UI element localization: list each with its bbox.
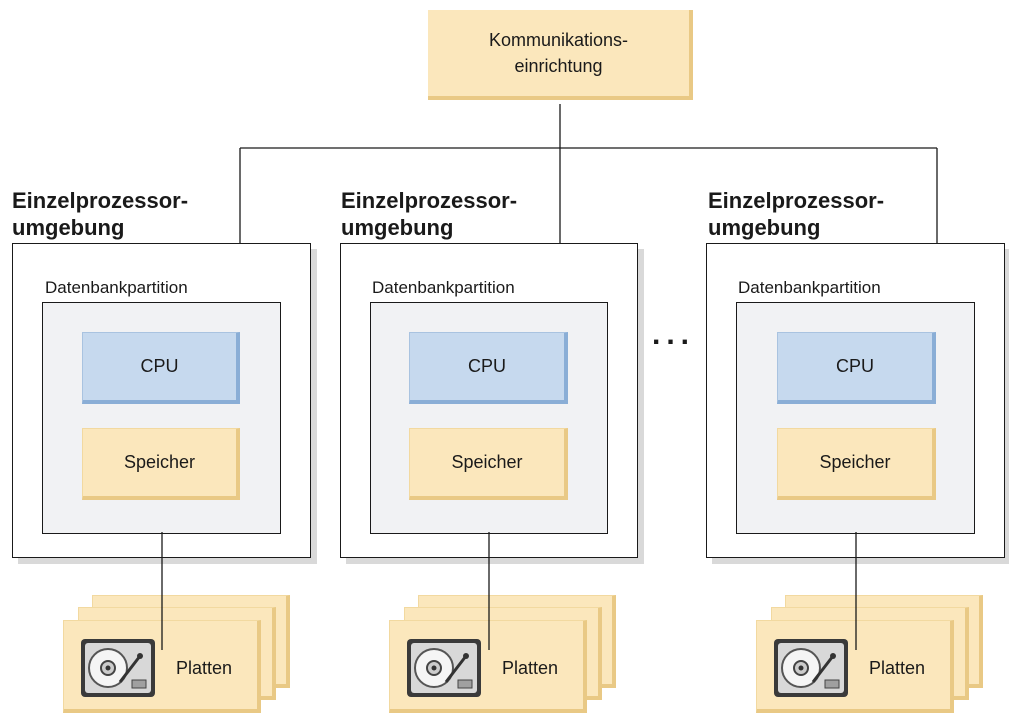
memory-box-2: Speicher bbox=[409, 428, 568, 500]
memory-label-2: Speicher bbox=[451, 452, 523, 472]
communication-label-line1: Kommunikations- bbox=[488, 30, 629, 50]
cpu-box-3: CPU bbox=[777, 332, 936, 404]
memory-box-1: Speicher bbox=[82, 428, 240, 500]
disk-label-3: Platten bbox=[869, 658, 926, 678]
partition-label-3: Datenbankpartition bbox=[738, 278, 881, 297]
partition-label-1: Datenbankpartition bbox=[45, 278, 188, 297]
cpu-box-2: CPU bbox=[409, 332, 568, 404]
environment-title-2: Einzelprozessor- umgebung bbox=[341, 188, 518, 240]
hard-disk-icon bbox=[406, 638, 482, 703]
cpu-label-1: CPU bbox=[140, 356, 179, 376]
memory-box-3: Speicher bbox=[777, 428, 936, 500]
environment-title-3: Einzelprozessor- umgebung bbox=[708, 188, 885, 240]
more-environments-ellipsis: ... bbox=[652, 318, 696, 351]
communication-label-line2: einrichtung bbox=[514, 56, 603, 76]
memory-label-1: Speicher bbox=[123, 452, 196, 472]
hard-disk-icon bbox=[773, 638, 849, 703]
disk-label-1: Platten bbox=[176, 658, 233, 678]
communication-facility-box: Kommunikations- einrichtung bbox=[428, 10, 693, 100]
partition-label-2: Datenbankpartition bbox=[372, 278, 515, 297]
disk-label-2: Platten bbox=[502, 658, 559, 678]
environment-title-1: Einzelprozessor- umgebung bbox=[12, 188, 189, 240]
memory-label-3: Speicher bbox=[819, 452, 891, 472]
cpu-box-1: CPU bbox=[82, 332, 240, 404]
cpu-label-3: CPU bbox=[835, 356, 874, 376]
hard-disk-icon bbox=[80, 638, 156, 703]
cpu-label-2: CPU bbox=[467, 356, 506, 376]
